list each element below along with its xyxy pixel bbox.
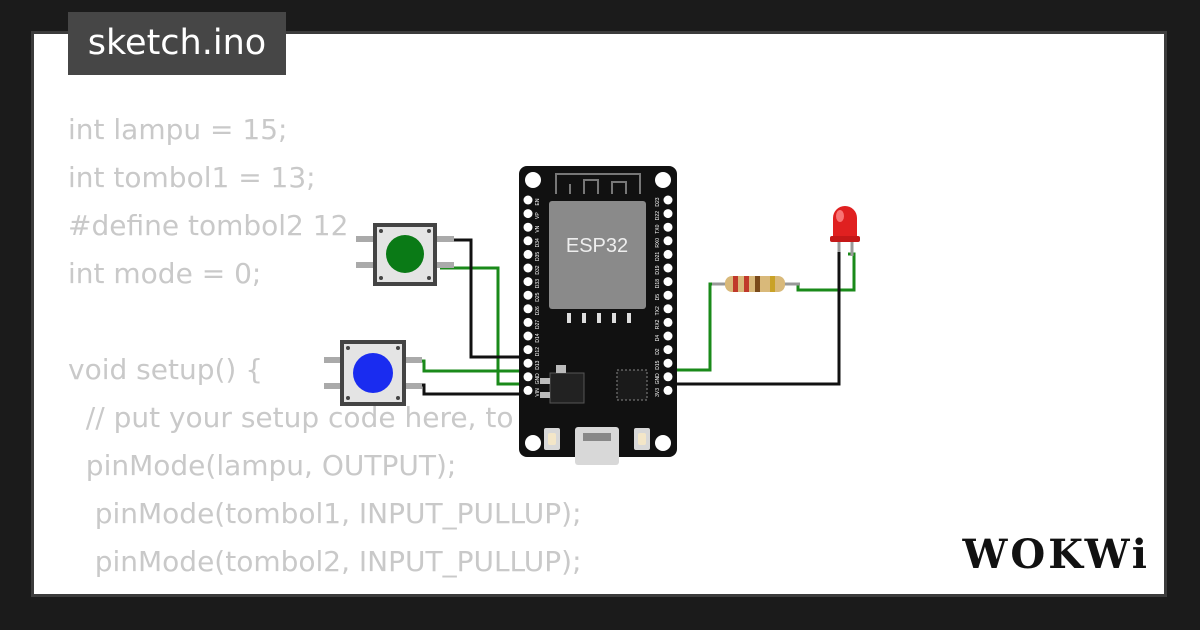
pin-left-vn[interactable]: [523, 222, 533, 232]
pin-label: D15: [655, 360, 661, 369]
pin-label: D25: [535, 292, 541, 301]
pin-label: D33: [535, 279, 541, 288]
pin-left-d13[interactable]: [523, 358, 533, 368]
wire-black-blue-button-to-gnd: [408, 383, 524, 396]
pin-left-d14[interactable]: [523, 331, 533, 341]
pin-label: D2: [655, 348, 661, 355]
code-line: pinMode(tombol2, INPUT_PULLUP);: [68, 545, 582, 578]
file-title: sketch.ino: [68, 12, 286, 75]
pin-label: VN: [535, 225, 541, 232]
pin-label: D14: [535, 333, 541, 342]
pin-left-vp[interactable]: [523, 209, 533, 219]
pin-label: D19: [655, 265, 661, 274]
button-cap-blue: [353, 353, 393, 393]
pushbutton-green[interactable]: [356, 223, 454, 286]
pin-label: TX0: [655, 224, 661, 233]
pin-label: VP: [535, 212, 541, 219]
pin-right-d15[interactable]: [663, 358, 673, 368]
pin-right-d4[interactable]: [663, 331, 673, 341]
code-line: Serial.begin(115200);: [68, 586, 655, 594]
canvas-frame: int lampu = 15; int tombol1 = 13; #define …: [34, 34, 1164, 594]
pin-right-d19[interactable]: [663, 263, 673, 273]
pin-left-d25[interactable]: [523, 290, 533, 300]
pin-right-3v3[interactable]: [663, 385, 673, 395]
led-red[interactable]: [830, 206, 860, 256]
pin-left-gnd[interactable]: [523, 372, 533, 382]
pin-label: D34: [535, 238, 541, 247]
pin-label: TX2: [655, 306, 661, 315]
resistor[interactable]: [712, 276, 800, 292]
pin-left-en[interactable]: [523, 195, 533, 205]
pin-label: D27: [535, 320, 541, 329]
pin-label: D26: [535, 306, 541, 315]
code-line: int mode = 0;: [68, 257, 262, 290]
code-line: pinMode(lampu, OUTPUT);: [68, 449, 457, 482]
wire-black-gnd-to-led: [670, 246, 841, 386]
pin-label: D32: [535, 265, 541, 274]
code-line: #define tombol2 12: [68, 209, 349, 242]
pin-label: D12: [535, 347, 541, 356]
pin-right-d21[interactable]: [663, 249, 673, 259]
wire-green-button-to-d13: [440, 266, 524, 386]
pin-right-gnd[interactable]: [663, 372, 673, 382]
pin-label: D4: [655, 335, 661, 342]
code-line: void setup() {: [68, 353, 264, 386]
pin-right-rx2[interactable]: [663, 317, 673, 327]
pin-label: D35: [535, 252, 541, 261]
pin-label: D5: [655, 294, 661, 301]
pin-left-vin[interactable]: [523, 385, 533, 395]
pin-label: D22: [655, 211, 661, 220]
code-line: int lampu = 15;: [68, 113, 288, 146]
pin-right-rx0[interactable]: [663, 236, 673, 246]
pin-left-d35[interactable]: [523, 249, 533, 259]
pin-label: RX2: [655, 319, 661, 329]
pin-label: D18: [655, 279, 661, 288]
pin-left-d12[interactable]: [523, 345, 533, 355]
wokwi-logo: WOKWi: [962, 531, 1150, 578]
wire-black-button-to-d12: [440, 238, 524, 359]
pin-right-d2[interactable]: [663, 345, 673, 355]
code-line: pinMode(tombol1, INPUT_PULLUP);: [68, 497, 582, 530]
wire-green-blue-button-to-gnd: [408, 359, 524, 373]
pin-right-d22[interactable]: [663, 209, 673, 219]
pin-left-d34[interactable]: [523, 236, 533, 246]
pin-label: 3V3: [655, 388, 661, 397]
esp32-chip-label: ESP32: [566, 235, 628, 257]
pin-label: D23: [655, 197, 661, 206]
wire-green-d15-to-resistor: [670, 282, 725, 372]
pin-label: VIN: [535, 388, 541, 397]
pin-label: RX0: [655, 238, 661, 248]
esp32-board[interactable]: ESP32 ENVPVND34D35D32D33D25D26D27D14D12D…: [519, 166, 677, 465]
pushbutton-blue[interactable]: [324, 340, 422, 406]
pin-label: D13: [535, 360, 541, 369]
button-cap-green: [386, 235, 424, 273]
pin-right-d5[interactable]: [663, 290, 673, 300]
pin-left-d27[interactable]: [523, 317, 533, 327]
pin-label: D21: [655, 252, 661, 261]
pin-right-d18[interactable]: [663, 277, 673, 287]
pin-right-tx2[interactable]: [663, 304, 673, 314]
pin-left-d32[interactable]: [523, 263, 533, 273]
pin-right-tx0[interactable]: [663, 222, 673, 232]
pin-label: EN: [535, 198, 541, 205]
code-line: int tombol1 = 13;: [68, 161, 316, 194]
pin-left-d33[interactable]: [523, 277, 533, 287]
pin-label: GND: [655, 373, 661, 385]
pin-left-d26[interactable]: [523, 304, 533, 314]
pin-right-d23[interactable]: [663, 195, 673, 205]
pin-label: GND: [535, 373, 541, 385]
